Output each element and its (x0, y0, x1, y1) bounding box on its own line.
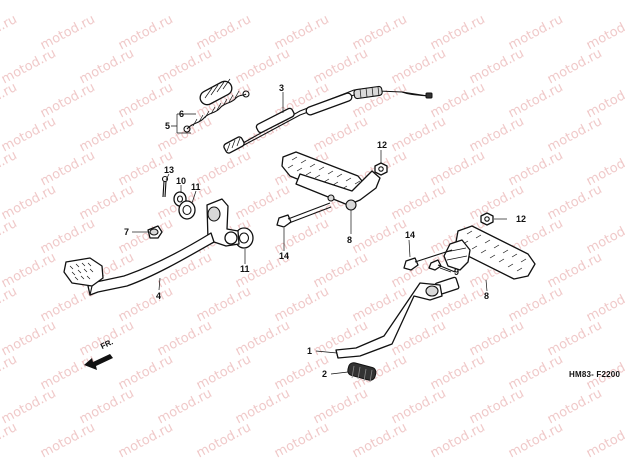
callout-14-upper: 14 (279, 251, 289, 261)
callout-6: 6 (179, 109, 184, 119)
flange-nut-lower (480, 212, 494, 226)
callout-11-lower: 11 (240, 264, 250, 274)
brake-return-spring (183, 90, 250, 133)
cotter-pin (161, 175, 169, 198)
callout-7: 7 (124, 227, 129, 237)
callout-12-lower: 12 (516, 214, 526, 224)
callout-3: 3 (279, 83, 284, 93)
brake-cable (223, 85, 433, 154)
footpeg-mounting-bolt-upper (276, 202, 332, 228)
callout-5: 5 (165, 121, 170, 131)
brake-pedal (63, 198, 240, 296)
callout-13: 13 (164, 165, 174, 175)
dust-seal-upper (178, 200, 196, 220)
flange-nut-upper (374, 162, 388, 176)
callout-8-lower: 8 (484, 291, 489, 301)
footpeg-lower (434, 225, 536, 296)
callout-bracket-5 (171, 113, 196, 134)
brake-pedal-grease-nipple (147, 225, 163, 239)
callout-8-upper: 8 (347, 235, 352, 245)
callout-12-upper: 12 (377, 140, 387, 150)
callout-2: 2 (322, 369, 327, 379)
front-direction-arrow (84, 354, 113, 370)
callout-9: 9 (454, 267, 459, 277)
leader-lines (132, 92, 507, 375)
footpeg-mounting-bolt-lower (403, 249, 453, 271)
footpeg-upper (281, 151, 381, 211)
callout-14-lower: 14 (405, 230, 415, 240)
brake-rubber-boot (199, 78, 233, 106)
callout-11-upper: 11 (191, 182, 201, 192)
callout-10: 10 (176, 176, 186, 186)
diagram-code: HM83- F2200 (569, 370, 621, 379)
gear-shift-pedal (335, 282, 443, 359)
gear-shift-pedal-rubber (347, 362, 377, 383)
footpeg-pivot-bolt (428, 259, 456, 273)
callout-1: 1 (307, 346, 312, 356)
callout-4: 4 (156, 291, 161, 301)
